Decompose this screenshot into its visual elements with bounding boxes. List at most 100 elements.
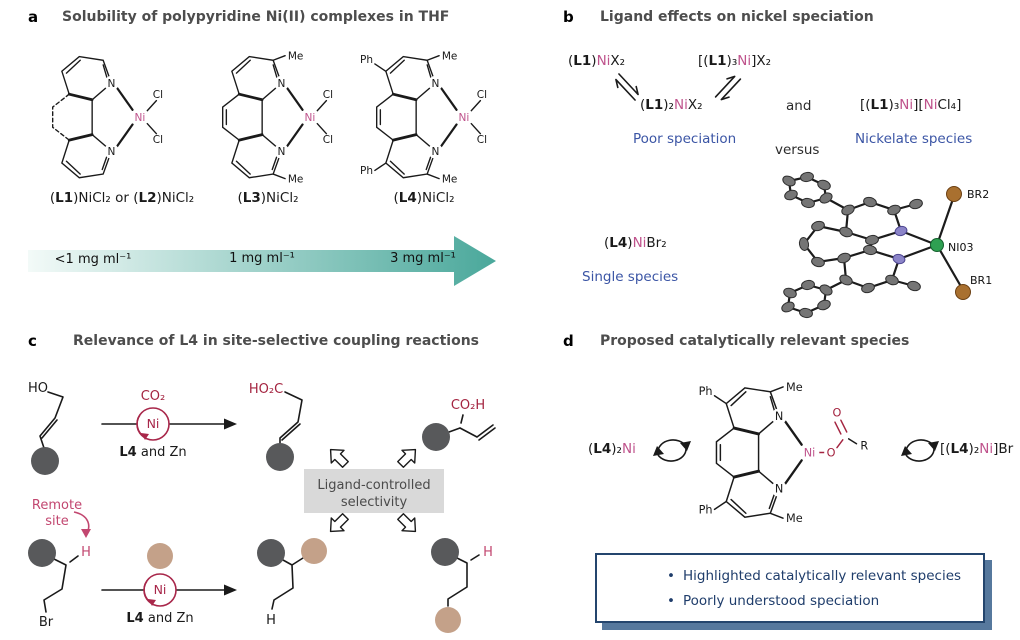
r-group-label: R [860, 440, 868, 453]
poor-speciation-label: Poor speciation [633, 131, 737, 147]
structure-l1l2-nicl2: N N Ni Cl Cl [51, 55, 163, 179]
bond-lines [51, 55, 158, 179]
equilibrium-harpoons-icon [714, 75, 742, 101]
panel-c-letter: c [28, 332, 37, 350]
solubility-value-low: <1 mg ml⁻¹ [54, 252, 132, 267]
remote-h-label: H [483, 545, 493, 560]
me-group-label: Me [442, 50, 458, 62]
legend-item: •Poorly understood speciation [667, 593, 983, 609]
exchange-arrows-icon [653, 439, 691, 462]
coupling-partner-ball-tan [147, 543, 173, 569]
complex-label-l1l2: (L1)NiCl₂ or (L2)NiCl₂ [49, 190, 195, 206]
ph-group-label: Ph [360, 54, 373, 66]
panel-c-schemes [28, 391, 496, 633]
formula-nickelate-salt: [(L1)₃Ni][NiCl₄] [860, 97, 962, 113]
panel-d-title: Proposed catalytically relevant species [600, 333, 910, 349]
panel-c-title: Relevance of L4 in site-selective coupli… [73, 333, 479, 349]
catalyst-swirl-arrowhead [141, 433, 149, 440]
ph-group-label: Ph [699, 385, 713, 398]
complex-label-l4: (L4)NiCl₂ [393, 190, 455, 206]
gradient-arrow-shape [28, 236, 496, 286]
ho-group-label: HO [27, 381, 49, 396]
me-group-label: Me [288, 50, 304, 62]
br-group-label: Br [38, 615, 54, 630]
cl-atom-label: Cl [153, 134, 163, 146]
and-text: and [786, 98, 812, 114]
o-atom-label: O [827, 446, 836, 459]
n-atom-label: N [431, 78, 439, 90]
reaction-arrowhead [224, 418, 237, 430]
h-group-label: H [266, 613, 276, 628]
panel-b-letter: b [563, 8, 574, 26]
co2-reagent-label: CO₂ [140, 389, 166, 404]
formula-l4-2-ni-br: [(L4)₂Ni]Br [940, 441, 1014, 457]
substrate-ball-gray [31, 447, 59, 475]
bromine-atom-br2 [946, 186, 962, 202]
solubility-value-mid: 1 mg ml⁻¹ [229, 251, 295, 266]
n-atom-label: N [107, 146, 115, 158]
equilibrium-harpoons-icon [615, 73, 639, 101]
product-ball-gray [266, 443, 294, 471]
n-atom-label: N [775, 410, 783, 423]
remote-site-arrowhead [81, 529, 91, 538]
o-atom-label: O [833, 406, 842, 419]
conditions-label: L4 and Zn [126, 611, 194, 626]
solubility-value-high: 3 mg ml⁻¹ [390, 251, 456, 266]
product-ball-gray [257, 539, 285, 567]
nickelate-species-label: Nickelate species [855, 131, 973, 147]
ph-group-label: Ph [699, 503, 713, 516]
substrate-ball-gray [28, 539, 56, 567]
ni-catalyst-label: Ni [146, 416, 160, 431]
structure-l4-ni-carboxylate: N N Ni Me Me Ph Ph O O R [699, 381, 869, 525]
nickel-atom [930, 238, 944, 252]
cl-atom-label: Cl [153, 89, 163, 101]
bullet-icon: • [667, 567, 675, 584]
nitrogen-atom [894, 225, 908, 237]
me-group-label: Me [786, 512, 803, 525]
formula-l4-2-ni: (L4)₂Ni [588, 441, 636, 457]
catalyst-swirl-arrowhead [148, 599, 156, 606]
legend-item: • Highlighted catalytically relevant spec… [667, 568, 983, 584]
solubility-gradient-arrow [28, 236, 496, 286]
ni-catalyst-label: Ni [153, 582, 167, 597]
bond-lines [713, 386, 858, 519]
product-ball-gray [422, 423, 450, 451]
cl-atom-label: Cl [323, 134, 333, 146]
formula-l1-2-nix2: (L1)₂NiX₂ [640, 97, 703, 113]
selectivity-line1: Ligand-controlled [317, 478, 431, 493]
panel-d-letter: d [563, 332, 574, 350]
panel-a-letter: a [28, 8, 39, 26]
n-atom-label: N [431, 146, 439, 158]
br2-label: BR2 [967, 188, 989, 201]
product-ball-tan [301, 538, 327, 564]
nitrogen-atom [892, 253, 906, 265]
remote-line1: Remote [31, 498, 83, 513]
panel-a-title: Solubility of polypyridine Ni(II) comple… [62, 9, 450, 25]
me-group-label: Me [442, 173, 458, 185]
legend-item-text: Highlighted catalytically relevant speci… [682, 567, 962, 584]
structure-l3-nicl2: N N Ni Cl Cl Me Me [221, 50, 333, 185]
me-group-label: Me [786, 381, 803, 394]
ph-group-label: Ph [360, 165, 373, 177]
panel-b-title: Ligand effects on nickel speciation [600, 9, 874, 25]
ni-atom-label: Ni [304, 112, 315, 124]
ni-atom-label: Ni [804, 446, 816, 459]
single-species-label: Single species [582, 269, 679, 285]
legend-item-text: Poorly understood speciation [682, 592, 880, 609]
bond-lines [221, 54, 328, 180]
bromine-atom-br1 [955, 284, 971, 300]
legend-box: • Highlighted catalytically relevant spec… [595, 553, 985, 623]
conditions-label: L4 and Zn [119, 445, 187, 460]
ortep-carbon-atoms [781, 171, 923, 319]
ni-atom-label: Ni [134, 112, 145, 124]
exchange-arrows-icon [901, 439, 939, 462]
product-ball-tan [435, 607, 461, 633]
cl-atom-label: Cl [477, 134, 487, 146]
product-ball-gray [431, 538, 459, 566]
cl-atom-label: Cl [323, 89, 333, 101]
versus-text: versus [775, 142, 820, 158]
cl-atom-label: Cl [477, 89, 487, 101]
me-group-label: Me [288, 173, 304, 185]
structure-l4-nicl2: N N Ni Cl Cl Me Me Ph Ph [360, 50, 487, 185]
block-arrow-icons [329, 448, 417, 533]
